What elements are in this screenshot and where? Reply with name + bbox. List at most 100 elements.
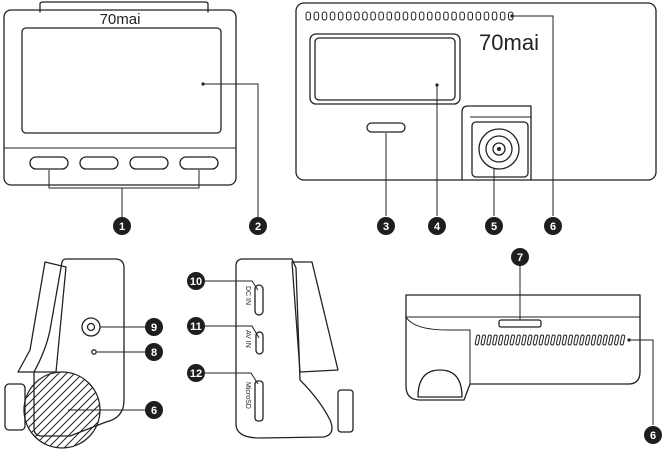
front-button-4 <box>179 156 219 170</box>
right-suction-mount <box>337 389 354 433</box>
vent-slot <box>313 11 320 21</box>
vent-slot <box>443 11 449 21</box>
back-camera-lens-mid <box>485 135 513 163</box>
vent-slot <box>561 334 568 346</box>
vent-slot <box>329 11 336 21</box>
hatch-line <box>24 372 65 448</box>
bottom-step <box>405 316 471 384</box>
callout-10: 10 <box>187 272 205 290</box>
back-body <box>295 2 657 181</box>
callout-9: 9 <box>145 318 163 336</box>
front-screen <box>21 27 222 134</box>
svg-text:10: 10 <box>190 276 202 288</box>
port-micro-sd <box>254 380 264 422</box>
right-mount-arm <box>291 261 339 373</box>
callout-2: 2 <box>249 217 267 235</box>
back-brand-logo: 70mai <box>479 30 539 55</box>
front-view: 70mai <box>3 1 259 218</box>
callout-1: 1 <box>113 217 131 235</box>
vent-slot <box>346 11 352 21</box>
vent-slot <box>394 11 401 21</box>
vent-slot <box>613 334 620 346</box>
vent-slot <box>459 11 465 21</box>
label-micro-sd: MicroSD <box>244 382 251 409</box>
vent-slot <box>480 334 487 346</box>
hatch-line <box>43 372 100 448</box>
back-camera-lens-inner <box>492 142 506 156</box>
callout-5: 5 <box>485 217 503 235</box>
callout-7: 7 <box>511 248 529 266</box>
vent-slot <box>370 11 376 21</box>
vent-slot <box>483 11 490 21</box>
vent-slot <box>427 11 433 21</box>
vent-slot <box>579 334 585 346</box>
bottom-body <box>405 294 641 401</box>
vent-slot <box>596 334 603 346</box>
vent-slot <box>410 11 417 21</box>
port-dc-in <box>254 284 264 316</box>
svg-text:6: 6 <box>550 221 556 233</box>
hatch-line <box>24 372 81 448</box>
left-button-9-inner <box>86 322 96 332</box>
port-av-in <box>255 331 264 355</box>
back-lens-window <box>309 33 461 105</box>
vent-slot <box>354 11 360 21</box>
svg-text:6: 6 <box>151 405 157 417</box>
svg-text:4: 4 <box>434 221 441 233</box>
hatch-line <box>24 372 89 448</box>
front-brand-logo: 70mai <box>100 11 141 28</box>
vent-slot <box>497 334 504 346</box>
vent-slot <box>492 334 498 346</box>
vent-slot <box>509 334 516 346</box>
vent-slot <box>573 334 579 346</box>
label-dc-in: DC IN <box>244 286 251 305</box>
vent-slot <box>503 334 510 346</box>
leader-10 <box>205 280 259 291</box>
left-mount-arm <box>17 261 67 373</box>
front-button-1 <box>29 156 69 170</box>
callout-4: 4 <box>428 217 446 235</box>
vent-slot <box>386 11 392 21</box>
hatch-line <box>24 372 57 448</box>
left-suction-mount <box>4 383 26 431</box>
leader-2 <box>203 83 259 218</box>
hatch-line <box>24 372 73 448</box>
back-camera-housing <box>471 121 529 178</box>
vent-slot <box>337 11 344 21</box>
right-body <box>235 258 333 439</box>
callout-8: 8 <box>145 343 163 361</box>
vent-slot <box>538 334 545 346</box>
leader-11 <box>205 325 260 339</box>
back-vent-slots-top <box>305 11 514 21</box>
hatch-line <box>27 372 100 448</box>
vent-slot <box>590 334 597 346</box>
front-button-3 <box>129 156 169 170</box>
vent-slot <box>584 334 591 346</box>
vent-slot <box>515 334 521 346</box>
vent-slot <box>378 11 384 21</box>
vent-slot <box>321 11 328 21</box>
vent-slot <box>475 11 482 21</box>
left-button-9 <box>81 317 101 337</box>
callout-6-side: 6 <box>145 401 163 419</box>
vent-slot <box>418 11 425 21</box>
back-camera-bay <box>461 105 532 181</box>
hatch-line <box>24 372 100 448</box>
bottom-mount-foot <box>417 369 463 398</box>
vent-slot <box>467 11 473 21</box>
vent-slot <box>362 11 368 21</box>
vent-slot <box>474 334 481 346</box>
callout-6-bottom: 6 <box>644 426 662 444</box>
hatch-line <box>51 372 100 448</box>
bottom-slot-7 <box>498 319 542 328</box>
svg-text:8: 8 <box>151 347 157 359</box>
vent-slot <box>499 11 506 21</box>
vent-slot <box>486 334 492 346</box>
hatch-line <box>24 372 97 448</box>
callout-11: 11 <box>187 317 205 335</box>
back-slot-3 <box>366 122 406 133</box>
vent-slot <box>555 334 562 346</box>
vent-slot <box>602 334 608 346</box>
callout-6-back: 6 <box>544 217 562 235</box>
